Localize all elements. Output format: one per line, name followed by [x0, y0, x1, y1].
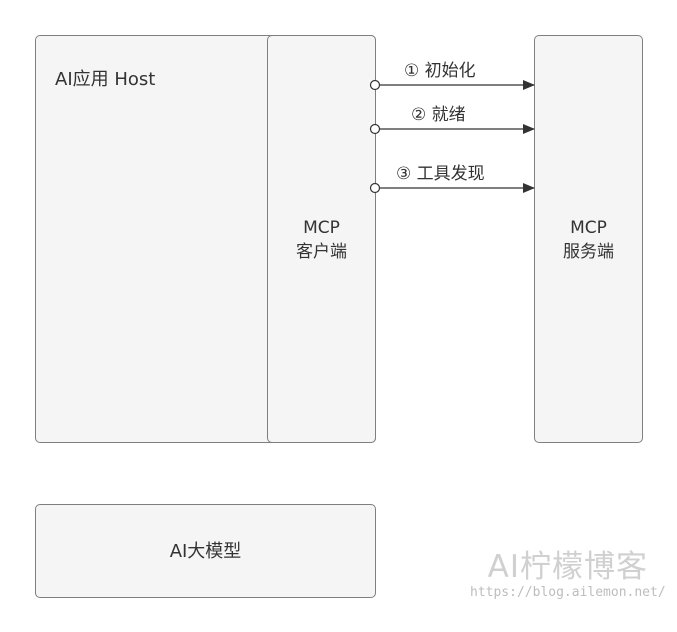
llm-label: AI大模型 [169, 541, 242, 562]
mcp-client-box: MCP 客户端 [267, 35, 376, 443]
mcp-client-label-line2: 客户端 [296, 242, 347, 262]
watermark-title: AI柠檬博客 [487, 549, 649, 585]
step-1-label: ① 初始化 [404, 61, 476, 81]
step-3-label: ③ 工具发现 [396, 164, 485, 184]
watermark-url: https://blog.ailemon.net/ [470, 585, 666, 600]
arrow-tool-discovery [369, 182, 535, 194]
watermark: AI柠檬博客 https://blog.ailemon.net/ [470, 549, 666, 600]
mcp-server-label-line1: MCP [570, 218, 607, 238]
mcp-server-label: MCP 服务端 [535, 216, 642, 264]
mcp-server-label-line2: 服务端 [563, 242, 614, 262]
step-2-label: ② 就绪 [411, 105, 466, 125]
arrow-initialize [369, 79, 535, 91]
arrow-ready [369, 123, 535, 135]
mcp-client-label-line1: MCP [303, 218, 340, 238]
host-label: AI应用 Host [55, 69, 156, 90]
ai-llm-box: AI大模型 [35, 504, 376, 598]
mcp-client-label: MCP 客户端 [268, 216, 375, 264]
mcp-server-box: MCP 服务端 [534, 35, 643, 443]
